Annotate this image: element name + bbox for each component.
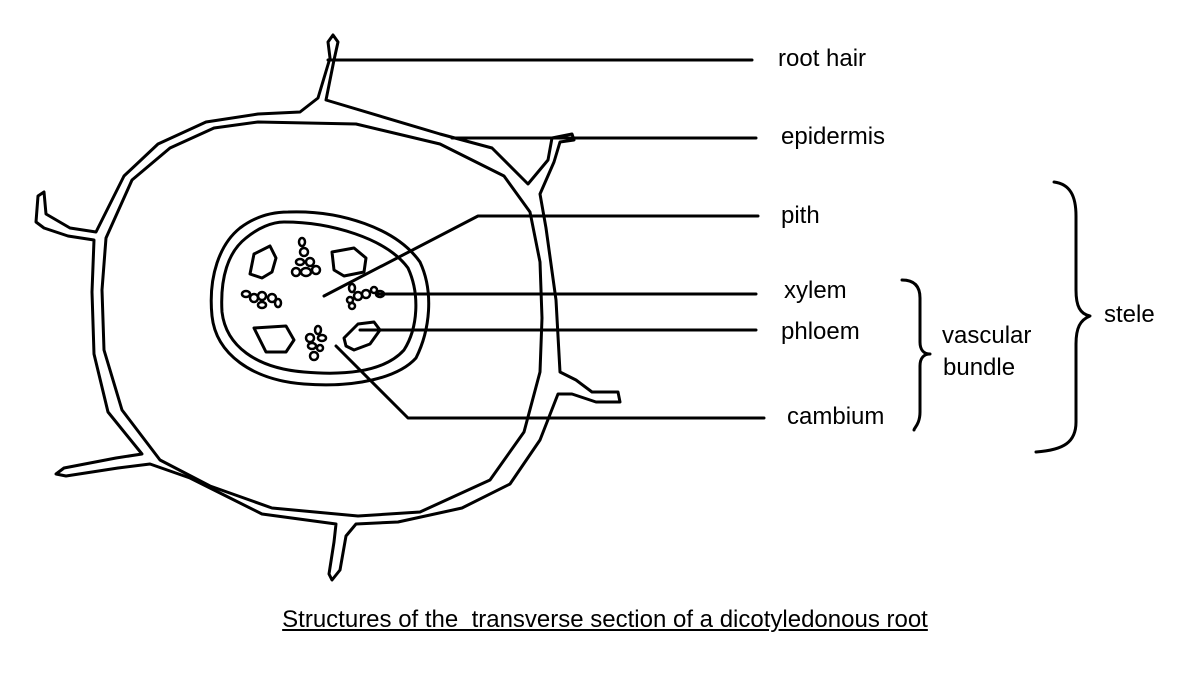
xylem-cluster-top <box>290 236 322 278</box>
label-xylem: xylem <box>784 277 847 304</box>
pericycle-inner-ring <box>220 220 418 375</box>
label-cambium: cambium <box>787 403 885 430</box>
xylem-cluster-left <box>240 289 283 310</box>
label-pith: pith <box>781 202 820 229</box>
cortex-outline <box>100 120 544 518</box>
phloem-patch-top-left <box>248 244 278 280</box>
label-phloem: phloem <box>781 318 860 345</box>
endodermis-outer-ring <box>209 210 431 387</box>
epidermis-outer-outline <box>34 33 622 582</box>
phloem-patch-bottom-right <box>342 320 382 352</box>
stele-bracket <box>1034 180 1092 454</box>
phloem-patch-bottom-left <box>252 324 296 354</box>
label-epidermis: epidermis <box>781 123 886 150</box>
vascular-bundle-bracket <box>900 278 932 432</box>
xylem-cluster-right <box>345 282 386 311</box>
label-vascular: vascular <box>942 322 1032 349</box>
phloem-patch-top-right <box>330 246 368 278</box>
leader-line-cambium <box>334 344 766 420</box>
leader-line-pith <box>322 214 760 298</box>
xylem-cluster-bottom <box>304 324 328 362</box>
label-stele: stele <box>1104 301 1155 328</box>
label-bundle: bundle <box>943 354 1016 381</box>
label-root-hair: root hair <box>778 45 867 72</box>
diagram-caption: Structures of the transverse section of … <box>282 606 928 633</box>
